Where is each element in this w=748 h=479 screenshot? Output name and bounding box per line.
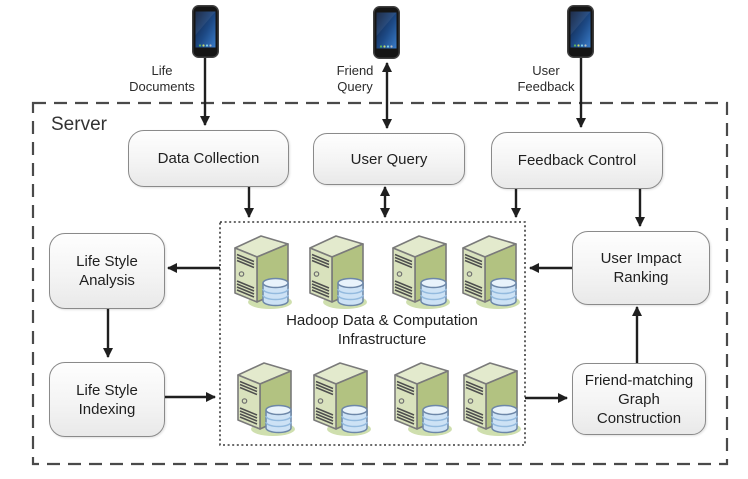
node-life-style-analysis: Life Style Analysis bbox=[49, 233, 165, 309]
smartphone-icon bbox=[373, 6, 400, 59]
server-database-icon bbox=[386, 231, 452, 311]
node-data-collection: Data Collection bbox=[128, 130, 289, 187]
server-database-icon bbox=[303, 231, 369, 311]
device-label-life-documents: Life Documents bbox=[129, 63, 195, 94]
server-database-icon bbox=[388, 358, 454, 438]
server-database-icon bbox=[456, 231, 522, 311]
node-user-impact-ranking: User Impact Ranking bbox=[572, 231, 710, 305]
node-user-query: User Query bbox=[313, 133, 465, 185]
smartphone-icon bbox=[192, 5, 219, 58]
hadoop-cluster-box bbox=[219, 221, 526, 446]
hadoop-cluster-label: Hadoop Data & Computation Infrastructure bbox=[286, 312, 478, 348]
node-friend-matching-graph-construction: Friend-matching Graph Construction bbox=[572, 363, 706, 435]
server-database-icon bbox=[307, 358, 373, 438]
server-database-icon bbox=[457, 358, 523, 438]
smartphone-icon bbox=[567, 5, 594, 58]
server-database-icon bbox=[228, 231, 294, 311]
device-label-user-feedback: User Feedback bbox=[517, 63, 575, 94]
server-database-icon bbox=[231, 358, 297, 438]
server-boundary-box bbox=[31, 101, 729, 466]
server-boundary-label: Server bbox=[51, 114, 107, 135]
node-life-style-indexing: Life Style Indexing bbox=[49, 362, 165, 437]
node-feedback-control: Feedback Control bbox=[491, 132, 663, 189]
device-label-friend-query: Friend Query bbox=[336, 63, 374, 94]
